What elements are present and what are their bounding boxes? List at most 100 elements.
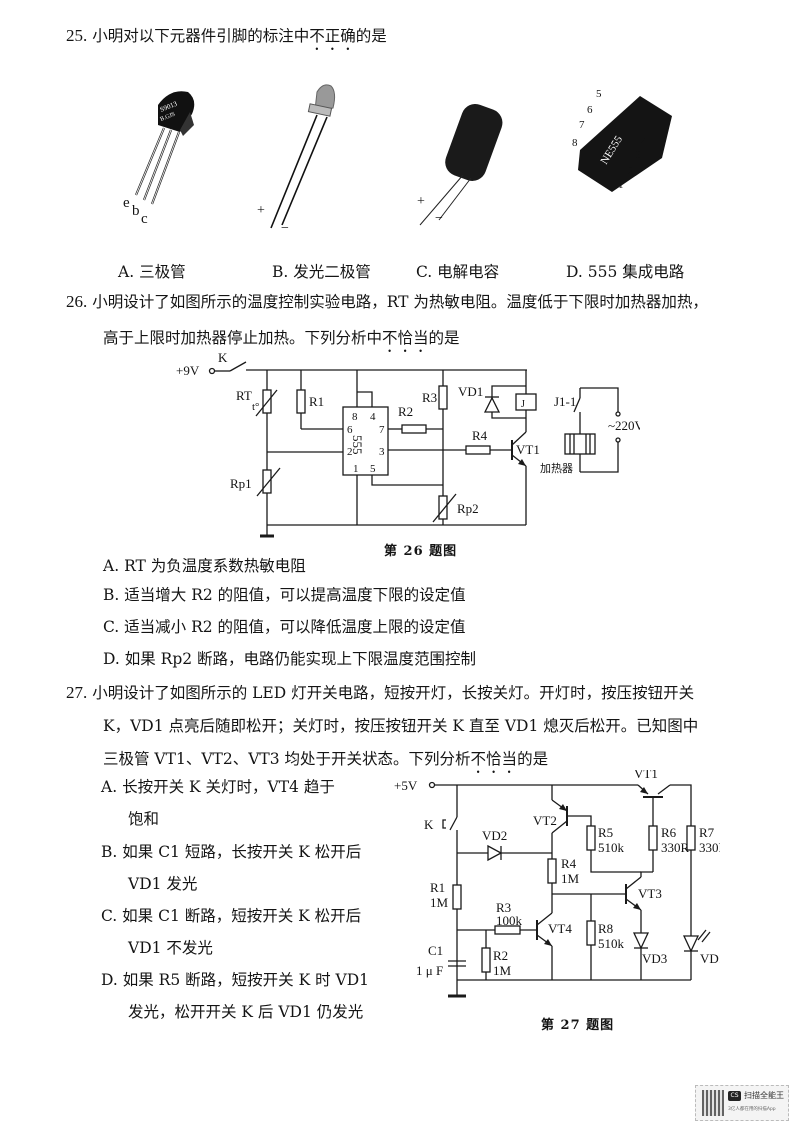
q25-option-d[interactable]: D. 555 集成电路 (566, 262, 684, 282)
pin-8: 8 (352, 411, 358, 423)
q27-stem-line1: 27. 小明设计了如图所示的 LED 灯开关电路，短按开灯，长按关灯。开灯时，按… (66, 683, 694, 703)
c1-label: C1 (428, 943, 443, 958)
q26-option-d[interactable]: D. 如果 Rp2 断路，电路仍能实现上下限温度范围控制 (103, 649, 476, 669)
push-switch-k (449, 816, 458, 831)
ic-pin-2: 2 (628, 165, 634, 177)
r3-label: R3 (422, 390, 437, 405)
capacitor-minus-label: − (435, 211, 443, 226)
q26-option-b[interactable]: B. 适当增大 R2 的阻值，可以提高温度下限的设定值 (103, 585, 466, 605)
r7-label: R7 (699, 825, 715, 840)
q25-option-d-label: D. (566, 263, 583, 281)
ic-pin-8: 8 (572, 137, 578, 149)
q25-option-a-text: 三极管 (139, 263, 186, 281)
heater-label: 加热器 (540, 462, 573, 475)
q26-line2-before: 高于上限时加热器停止加热。下列分析中 (103, 329, 383, 347)
pin-2: 2 (347, 446, 353, 458)
vd1-label: VD1 (458, 384, 483, 399)
q27-option-d-line2: 发光，松开开关 K 后 VD1 仍发光 (128, 1003, 364, 1021)
vt1-label: VT1 (516, 442, 540, 457)
q26-number: 26. (66, 292, 88, 311)
q26-line2-emphasis: 不恰当 (382, 329, 429, 347)
vd3-label: VD3 (642, 951, 667, 966)
pin-1: 1 (353, 463, 359, 475)
vt3-label: VT3 (638, 886, 662, 901)
rp2-label: Rp2 (457, 501, 479, 516)
vt4-label: VT4 (548, 921, 572, 936)
r6-value: 330R (661, 840, 690, 855)
q25-stem-after: 的是 (355, 27, 387, 45)
q27-number: 27. (66, 683, 88, 702)
vd1-label: VD1 (700, 951, 720, 966)
rt-label: RT (236, 388, 252, 403)
r1-label: R1 (309, 394, 324, 409)
q27-line3-after: 的是 (517, 750, 549, 768)
q27-line1-text: 小明设计了如图所示的 LED 灯开关电路，短按开灯，长按关灯。开灯时，按压按钮开… (92, 684, 695, 702)
q25-option-a[interactable]: A. 三极管 (118, 262, 186, 282)
q27-option-a-line1: 长按开关 K 关灯时，VT4 趋于 (122, 778, 335, 796)
rt-temp-label: t° (252, 401, 259, 413)
supply-label: +9V (176, 363, 200, 378)
q27-option-a-line2: 饱和 (128, 810, 160, 828)
ic-pin-3: 3 (635, 149, 641, 161)
ic-555-label: 555 (350, 435, 365, 455)
q25-stem-before: 小明对以下元器件引脚的标注中 (92, 27, 310, 45)
q25-option-b-text: 发光二极管 (293, 263, 371, 281)
ic-pin-7: 7 (579, 119, 585, 131)
r4-label: R4 (472, 428, 488, 443)
q26-caption: 第 26 题图 (384, 544, 458, 559)
q27-option-b[interactable]: B. 如果 C1 短路，长按开关 K 松开后 VD1 发光 (101, 842, 361, 894)
resistor-r1 (296, 389, 306, 414)
q25-option-d-text: 555 集成电路 (587, 263, 685, 281)
supply-label: +5V (394, 778, 418, 793)
q25-option-c-text: 电解电容 (437, 263, 500, 281)
q25-option-b-label: B. (272, 263, 289, 281)
transistor-pin-b: b (132, 203, 140, 219)
diode-vd2 (487, 844, 503, 862)
q27-option-d[interactable]: D. 如果 R5 断路，短按开关 K 时 VD1 发光，松开开关 K 后 VD1… (101, 970, 369, 1022)
resistor-r4 (465, 445, 491, 455)
led-minus-label: − (281, 221, 289, 236)
q26-option-b-text: 适当增大 R2 的阻值，可以提高温度下限的设定值 (124, 586, 466, 604)
resistor-r7 (686, 825, 696, 851)
q27-option-d-label: D. (101, 971, 118, 989)
relay-label: J (521, 399, 525, 410)
q26-option-c[interactable]: C. 适当减小 R2 的阻值，可以降低温度上限的设定值 (103, 617, 466, 637)
q26-option-d-text: 如果 Rp2 断路，电路仍能实现上下限温度范围控制 (124, 650, 477, 668)
q27-caption: 第 27 题图 (541, 1018, 615, 1033)
q27-option-b-line2: VD1 发光 (128, 875, 198, 893)
mains-label: ~220V (608, 418, 640, 433)
ic-pin-4: 4 (641, 136, 647, 148)
q25-stem-emphasis: 不正确 (309, 27, 356, 45)
scanner-watermark: CS 扫描全能王 3亿人都在用的扫描App (695, 1085, 789, 1121)
ic-pin-1: 1 (618, 179, 624, 191)
q27-line3-before: 三极管 VT1、VT2、VT3 均处于开关状态。下列分析 (103, 750, 471, 768)
r8-label: R8 (598, 921, 613, 936)
c1-value: 1 μ F (416, 963, 443, 978)
q27-option-d-line1: 如果 R5 断路，短按开关 K 时 VD1 (122, 971, 369, 989)
r4-label: R4 (561, 856, 577, 871)
pin-6: 6 (347, 424, 353, 436)
r2-label: R2 (398, 404, 413, 419)
q27-option-a[interactable]: A. 长按开关 K 关灯时，VT4 趋于 饱和 (101, 777, 335, 829)
resistor-r5 (586, 825, 596, 851)
switch-k (229, 361, 247, 372)
q25-number: 25. (66, 26, 88, 45)
vt2-label: VT2 (533, 813, 557, 828)
q26-option-d-label: D. (103, 650, 120, 668)
resistor-r2 (401, 424, 427, 434)
relay-contact-j1-1 (573, 397, 581, 413)
ne555-image: NE555 1 2 3 4 5 6 7 8 (572, 88, 672, 192)
q26-option-a[interactable]: A. RT 为负温度系数热敏电阻 (103, 556, 306, 576)
q27-option-c[interactable]: C. 如果 C1 断路，短按开关 K 松开后 VD1 不发光 (101, 906, 361, 958)
q27-option-c-line2: VD1 不发光 (128, 939, 213, 957)
r8-value: 510k (598, 936, 625, 951)
capacitor-plus-label: + (417, 194, 425, 209)
q25-option-b[interactable]: B. 发光二极管 (272, 262, 371, 282)
q26-option-c-label: C. (103, 618, 120, 636)
q25-option-c[interactable]: C. 电解电容 (416, 262, 499, 282)
r5-label: R5 (598, 825, 613, 840)
resistor-r3 (438, 385, 448, 410)
q25-stem: 25. 小明对以下元器件引脚的标注中不正确的是 (66, 26, 387, 54)
ic-555 (342, 406, 389, 476)
rp1-label: Rp1 (230, 476, 252, 491)
